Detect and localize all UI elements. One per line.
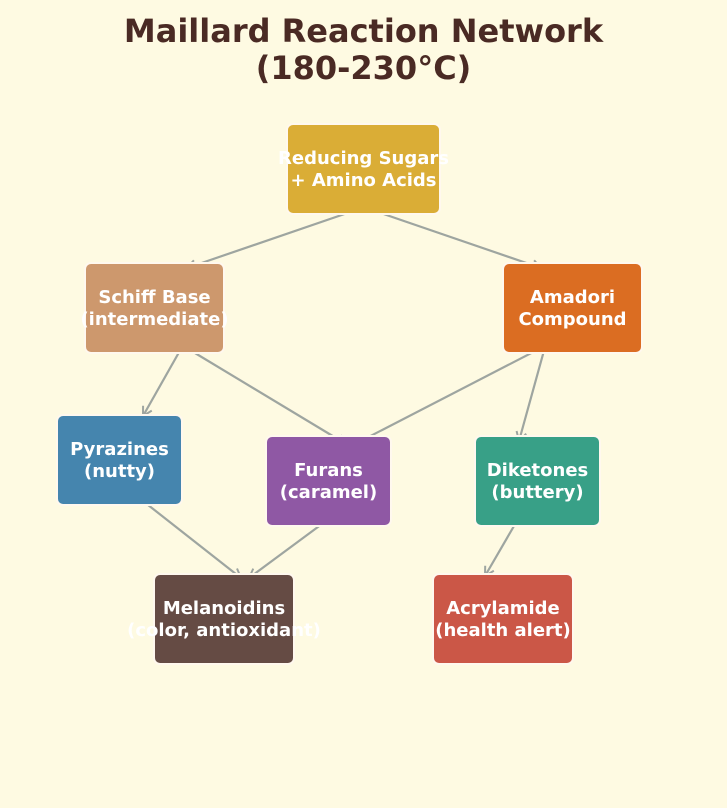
edge-pyrazines-to-melanoidins (142, 500, 241, 578)
node-box (84, 262, 225, 354)
edge-amadori-to-diketones (519, 346, 547, 441)
edge-amadori-to-furans (355, 346, 544, 444)
edge-schiff-to-furans (184, 346, 346, 444)
edge-sugars-to-schiff (187, 206, 363, 268)
node-label: Schiff Base (98, 287, 210, 308)
node-label: (nutty) (84, 461, 155, 482)
node-box (474, 435, 601, 527)
edge-schiff-to-pyrazines (143, 346, 183, 416)
node-label: Furans (294, 460, 363, 481)
node-diketones: Diketones(buttery) (474, 435, 601, 527)
node-acrylamide: Acrylamide(health alert) (432, 573, 574, 665)
edge-diketones-to-acrylamide (485, 525, 515, 576)
node-box (502, 262, 643, 354)
node-label: (health alert) (435, 620, 570, 641)
node-pyrazines: Pyrazines(nutty) (56, 414, 183, 506)
edge-furans-to-melanoidins (249, 520, 327, 578)
node-label: Amadori (530, 287, 615, 308)
node-furans: Furans(caramel) (265, 435, 392, 527)
node-box (56, 414, 183, 506)
node-sugars: Reducing Sugars+ Amino Acids (278, 123, 449, 215)
node-label: Acrylamide (446, 598, 560, 619)
node-box (265, 435, 392, 527)
title-line-2: (180-230°C) (255, 49, 472, 87)
node-label: (color, antioxidant) (127, 620, 321, 641)
node-label: (caramel) (280, 482, 377, 503)
node-box (286, 123, 441, 215)
node-label: Diketones (487, 460, 589, 481)
node-melanoidins: Melanoidins(color, antioxidant) (127, 573, 321, 665)
node-label: Compound (518, 309, 626, 330)
node-label: Melanoidins (163, 598, 285, 619)
title-line-1: Maillard Reaction Network (123, 12, 604, 50)
node-label: (intermediate) (80, 309, 228, 330)
node-label: Pyrazines (70, 439, 169, 460)
edge-sugars-to-amadori (365, 206, 541, 268)
node-box (432, 573, 574, 665)
node-label: Reducing Sugars (278, 148, 449, 169)
node-label: (buttery) (491, 482, 583, 503)
node-box (153, 573, 295, 665)
node-label: + Amino Acids (290, 170, 436, 191)
node-schiff: Schiff Base(intermediate) (80, 262, 229, 354)
